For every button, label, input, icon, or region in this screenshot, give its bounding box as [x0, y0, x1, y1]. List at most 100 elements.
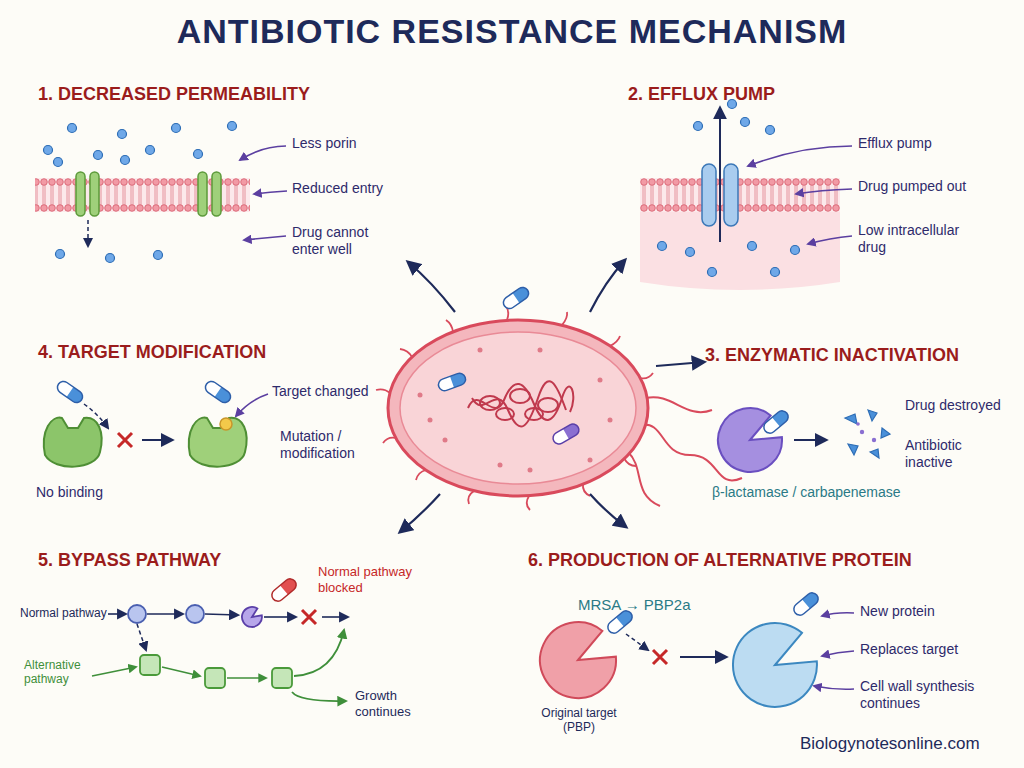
watermark: Biologynotesonline.com: [800, 734, 1020, 754]
callout-label: Efflux pump: [858, 135, 1008, 152]
drug-molecule: [194, 150, 203, 159]
metabolite: [186, 605, 204, 623]
pilus: [562, 312, 567, 325]
branch-arrow: [137, 624, 146, 650]
callout-label: New protein: [860, 603, 1010, 620]
callout-label: Replaces target: [860, 641, 1010, 658]
callout-label: Target changed: [272, 383, 402, 400]
efflux-pump: [724, 164, 738, 226]
antibiotic-pill: [761, 408, 790, 435]
dna-loop: [480, 396, 500, 410]
pathway-label: Normal pathway blocked: [318, 564, 418, 595]
drug-molecule: [154, 251, 163, 260]
flagellum: [646, 397, 712, 412]
ribosome: [498, 463, 503, 468]
cytoplasm: [400, 332, 636, 484]
drug-molecule: [54, 158, 63, 167]
drug-molecule: [708, 268, 717, 277]
drug-fragment: [868, 410, 877, 421]
pathway-label: Normal pathway: [20, 606, 120, 620]
pilus: [583, 484, 590, 496]
fragment-dot: [872, 438, 876, 442]
pathway-arrow: [162, 667, 200, 676]
modified-target: [189, 418, 247, 467]
drug-molecule: [118, 130, 127, 139]
pilus: [640, 373, 653, 378]
permeability-panel: [35, 122, 287, 263]
dna-loop: [496, 408, 514, 420]
antibiotic-pill: [269, 576, 298, 603]
leader-line: [822, 613, 854, 616]
original-pbp: [540, 622, 616, 698]
alternative-protein-panel: [540, 590, 854, 707]
drug-molecule: [56, 250, 65, 259]
change-arrow: [142, 439, 172, 441]
fragment-dot: [856, 422, 860, 426]
callout-label: No binding: [36, 484, 136, 501]
pathway-arrow: [322, 616, 348, 618]
entry-arrow: [87, 220, 89, 246]
drug-molecule: [791, 246, 800, 255]
leader-line: [822, 651, 854, 656]
leader-line: [240, 146, 286, 160]
ribosome: [443, 438, 448, 443]
panel-heading: 4. TARGET MODIFICATION: [38, 342, 358, 364]
ribosome: [418, 393, 423, 398]
callout-label: Mutation / modification: [280, 428, 380, 462]
drug-fragment: [848, 444, 858, 455]
bypass-panel: [92, 576, 348, 701]
callout-label: Low intracellular drug: [858, 222, 983, 256]
mechanism-arrow: [408, 262, 455, 312]
panel-heading: 6. PRODUCTION OF ALTERNATIVE PROTEIN: [528, 550, 1018, 572]
ribosomes: [418, 348, 613, 473]
cell-interior: [640, 212, 840, 290]
callout-label: Cell wall synthesis continues: [860, 678, 1010, 712]
antibiotic-pill: [55, 379, 85, 405]
cell-membrane: [640, 178, 840, 212]
drug-molecule: [658, 242, 667, 251]
leader-line: [796, 189, 852, 194]
pilus: [527, 496, 530, 510]
drug-molecule: [694, 122, 703, 131]
panel-heading: 5. BYPASS PATHWAY: [38, 550, 358, 572]
pathway-arrow: [205, 614, 238, 615]
callout-label: Reduced entry: [292, 180, 422, 197]
porin: [198, 172, 207, 216]
antibiotic-pill: [551, 422, 581, 446]
drug-molecule: [766, 126, 775, 135]
drug-fragments: [845, 410, 890, 458]
dna-loop: [525, 408, 543, 420]
leader-line: [748, 146, 852, 166]
callout-label: Less porin: [292, 135, 412, 152]
pathway-label: β-lactamase / carbapenemase: [712, 484, 942, 501]
pathway-label: Growth continues: [355, 688, 435, 719]
ribosome: [478, 348, 483, 353]
mechanism-arrow: [656, 362, 704, 366]
mechanism-arrow: [400, 494, 440, 532]
alternative-step: [140, 655, 160, 675]
mechanism-arrows: [400, 260, 704, 532]
cell-wall: [388, 320, 648, 496]
ribosome: [428, 418, 433, 423]
drug-molecule: [771, 268, 780, 277]
pilus: [376, 389, 390, 393]
callout-label: Drug cannot enter well: [292, 224, 387, 258]
drug-molecule: [106, 254, 115, 263]
binding-arrow: [626, 634, 648, 650]
pathway-arrow: [227, 677, 266, 679]
efflux-panel: [640, 100, 852, 291]
modification-site: [220, 418, 232, 430]
dna-strand: [472, 381, 566, 426]
pathway-arrow: [92, 667, 136, 676]
panel-heading: 3. ENZYMATIC INACTIVATION: [705, 345, 1020, 367]
drug-molecule: [94, 151, 103, 160]
inactivation-arrow: [794, 439, 826, 441]
drug-fragment: [870, 449, 879, 458]
mechanism-arrow: [590, 494, 626, 527]
drug-molecule: [146, 146, 155, 155]
fragment-dot: [860, 430, 864, 434]
antibiotic-pill: [791, 590, 820, 617]
pathway-label: MRSA → PBP2a: [578, 596, 778, 614]
